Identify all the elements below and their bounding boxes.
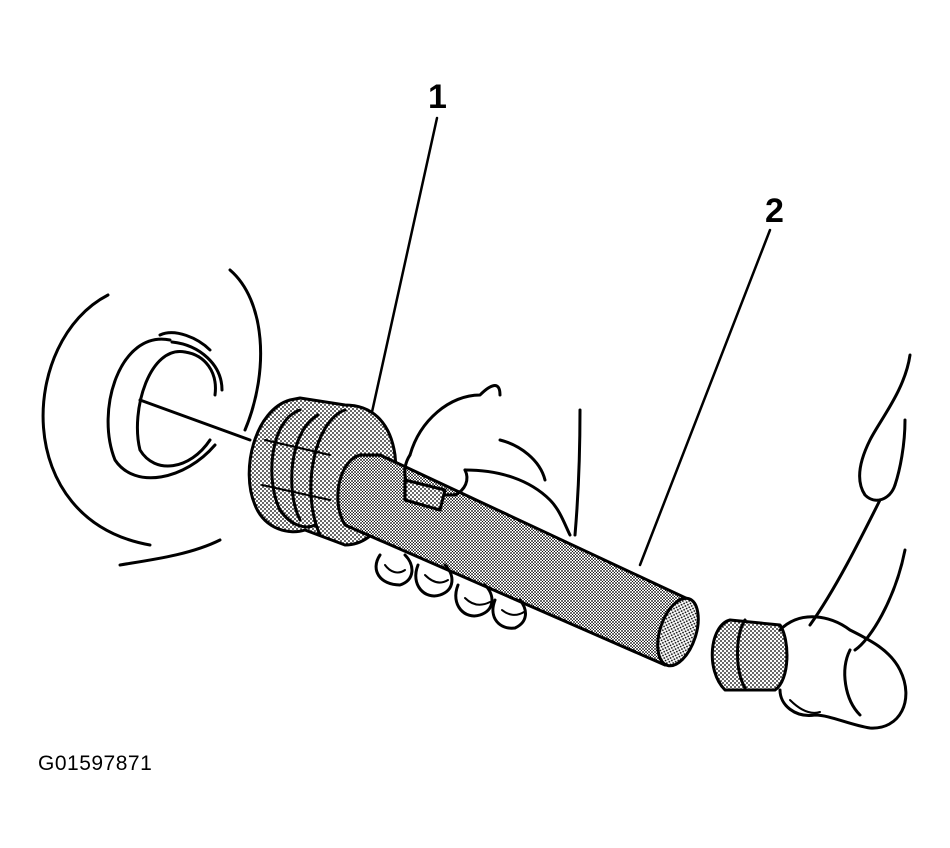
leader-line-1 xyxy=(370,116,439,414)
hammer-icon xyxy=(710,615,908,730)
callout-label-2: 2 xyxy=(765,192,784,230)
seal-bore-icon xyxy=(41,268,263,567)
hand-icon xyxy=(374,384,582,630)
callout-label-1: 1 xyxy=(428,78,447,116)
leader-line-2 xyxy=(638,228,772,567)
figure-id: G01597871 xyxy=(38,752,153,775)
driver-handle-icon xyxy=(336,453,700,668)
hand-icon xyxy=(808,353,912,652)
